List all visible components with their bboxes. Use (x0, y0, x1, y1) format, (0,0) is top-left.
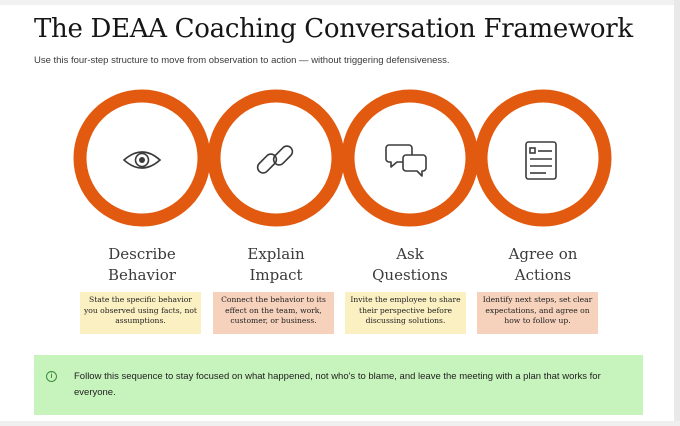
page-subtitle: Use this four-step structure to move fro… (34, 55, 450, 66)
step-title-line: Explain (247, 245, 305, 263)
page-title: The DEAA Coaching Conversation Framework (34, 14, 633, 44)
step-title-explain-impact: Explain Impact (211, 244, 341, 286)
step-title-line: Ask (396, 245, 424, 263)
step-title-line: Agree on (508, 245, 578, 263)
step-description-agree-on-actions: Identify next steps, set clear expectati… (477, 292, 598, 334)
step-title-line: Questions (372, 266, 448, 284)
step-title-line: Describe (108, 245, 176, 263)
step-description-ask-questions: Invite the employee to share their persp… (345, 292, 466, 334)
step-ring-4 (474, 89, 612, 227)
info-callout: i Follow this sequence to stay focused o… (34, 355, 643, 415)
info-callout-text: Follow this sequence to stay focused on … (74, 371, 601, 398)
info-icon: i (46, 371, 57, 382)
step-title-agree-on-actions: Agree on Actions (478, 244, 608, 286)
chat-bubbles-icon (385, 144, 427, 177)
window-bottom-edge (0, 421, 680, 426)
step-title-line: Behavior (108, 266, 176, 284)
step-title-line: Actions (514, 266, 572, 284)
step-title-line: Impact (249, 266, 303, 284)
checklist-icon (525, 141, 557, 180)
step-title-ask-questions: Ask Questions (345, 244, 475, 286)
step-title-describe-behavior: Describe Behavior (77, 244, 207, 286)
window-top-edge (0, 0, 680, 5)
link-icon (256, 145, 294, 174)
step-description-describe-behavior: State the specific behavior you observed… (80, 292, 201, 334)
step-description-explain-impact: Connect the behavior to its effect on th… (213, 292, 334, 334)
eye-icon (122, 151, 162, 169)
window-right-edge (674, 0, 680, 426)
